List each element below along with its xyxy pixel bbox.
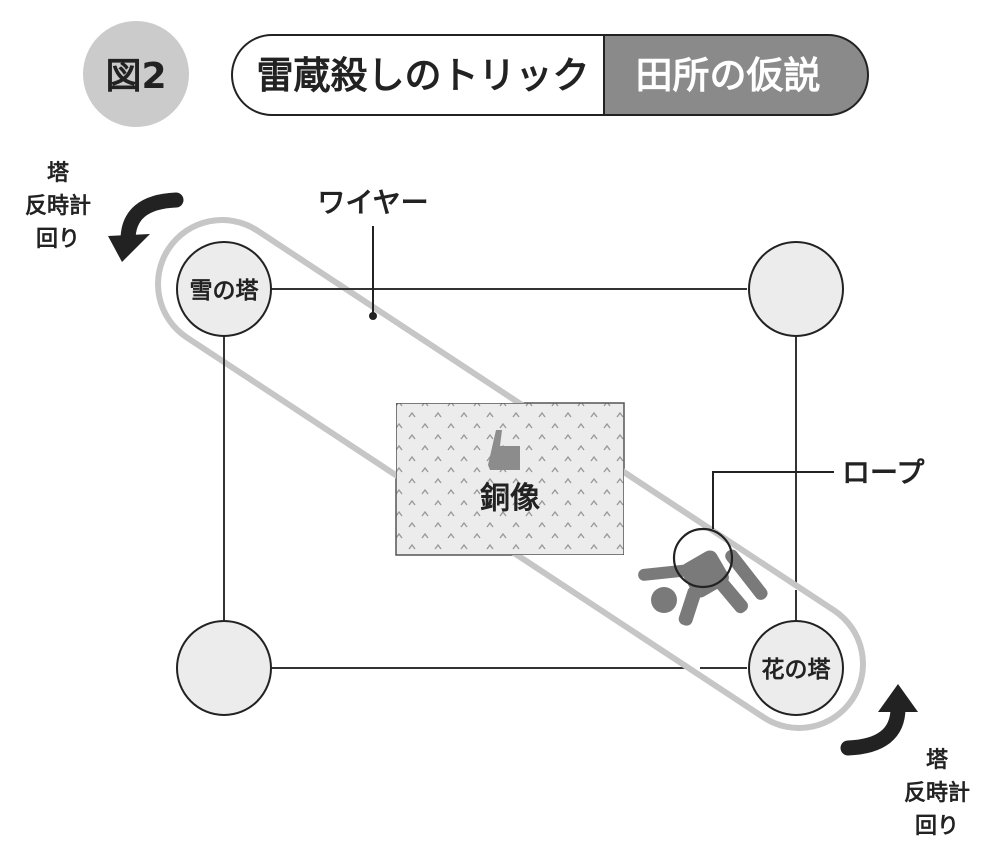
rotation-note-top-line2: 反時計	[25, 193, 91, 219]
figure-subtitle: 田所の仮説	[636, 54, 821, 97]
tower-bottom-right: 花の塔	[748, 620, 844, 716]
wire-leader-dot	[369, 312, 377, 320]
rope-leader-line	[712, 471, 834, 529]
rope-label: ロープ	[842, 456, 925, 489]
tower-top-right	[748, 241, 844, 337]
tower-bottom-left	[176, 620, 272, 716]
rotation-note-bottom-line3: 回り	[915, 814, 959, 839]
rotation-note-top-line1: 塔	[47, 161, 70, 186]
rotation-note-bottom-line2: 反時計	[904, 780, 970, 806]
rotation-note-bottom: 塔 反時計 回り	[904, 748, 970, 839]
rotation-arrow-bottom-icon	[840, 684, 918, 756]
statue-label-overlay: 銅像	[480, 481, 540, 516]
rotation-note-top: 塔 反時計 回り	[25, 161, 91, 252]
figure-badge	[83, 21, 189, 127]
tower-top-left: 雪の塔	[176, 241, 272, 337]
wire-label: ワイヤー	[317, 186, 428, 219]
figure-header: 図2 雷蔵殺しのトリック 田所の仮説	[83, 21, 869, 127]
title-pill-left	[231, 34, 605, 116]
tower-bottom-right-label: 花の塔	[762, 657, 832, 683]
rotation-arrow-top-icon	[108, 192, 184, 262]
rotation-note-bottom-line1: 塔	[926, 748, 949, 773]
title-pill-right	[603, 34, 869, 116]
rotation-note-top-line3: 回り	[36, 227, 80, 252]
figure-badge-label: 図2	[105, 56, 166, 97]
tower-top-left-label: 雪の塔	[190, 278, 260, 304]
figure-title: 雷蔵殺しのトリック	[257, 54, 590, 97]
